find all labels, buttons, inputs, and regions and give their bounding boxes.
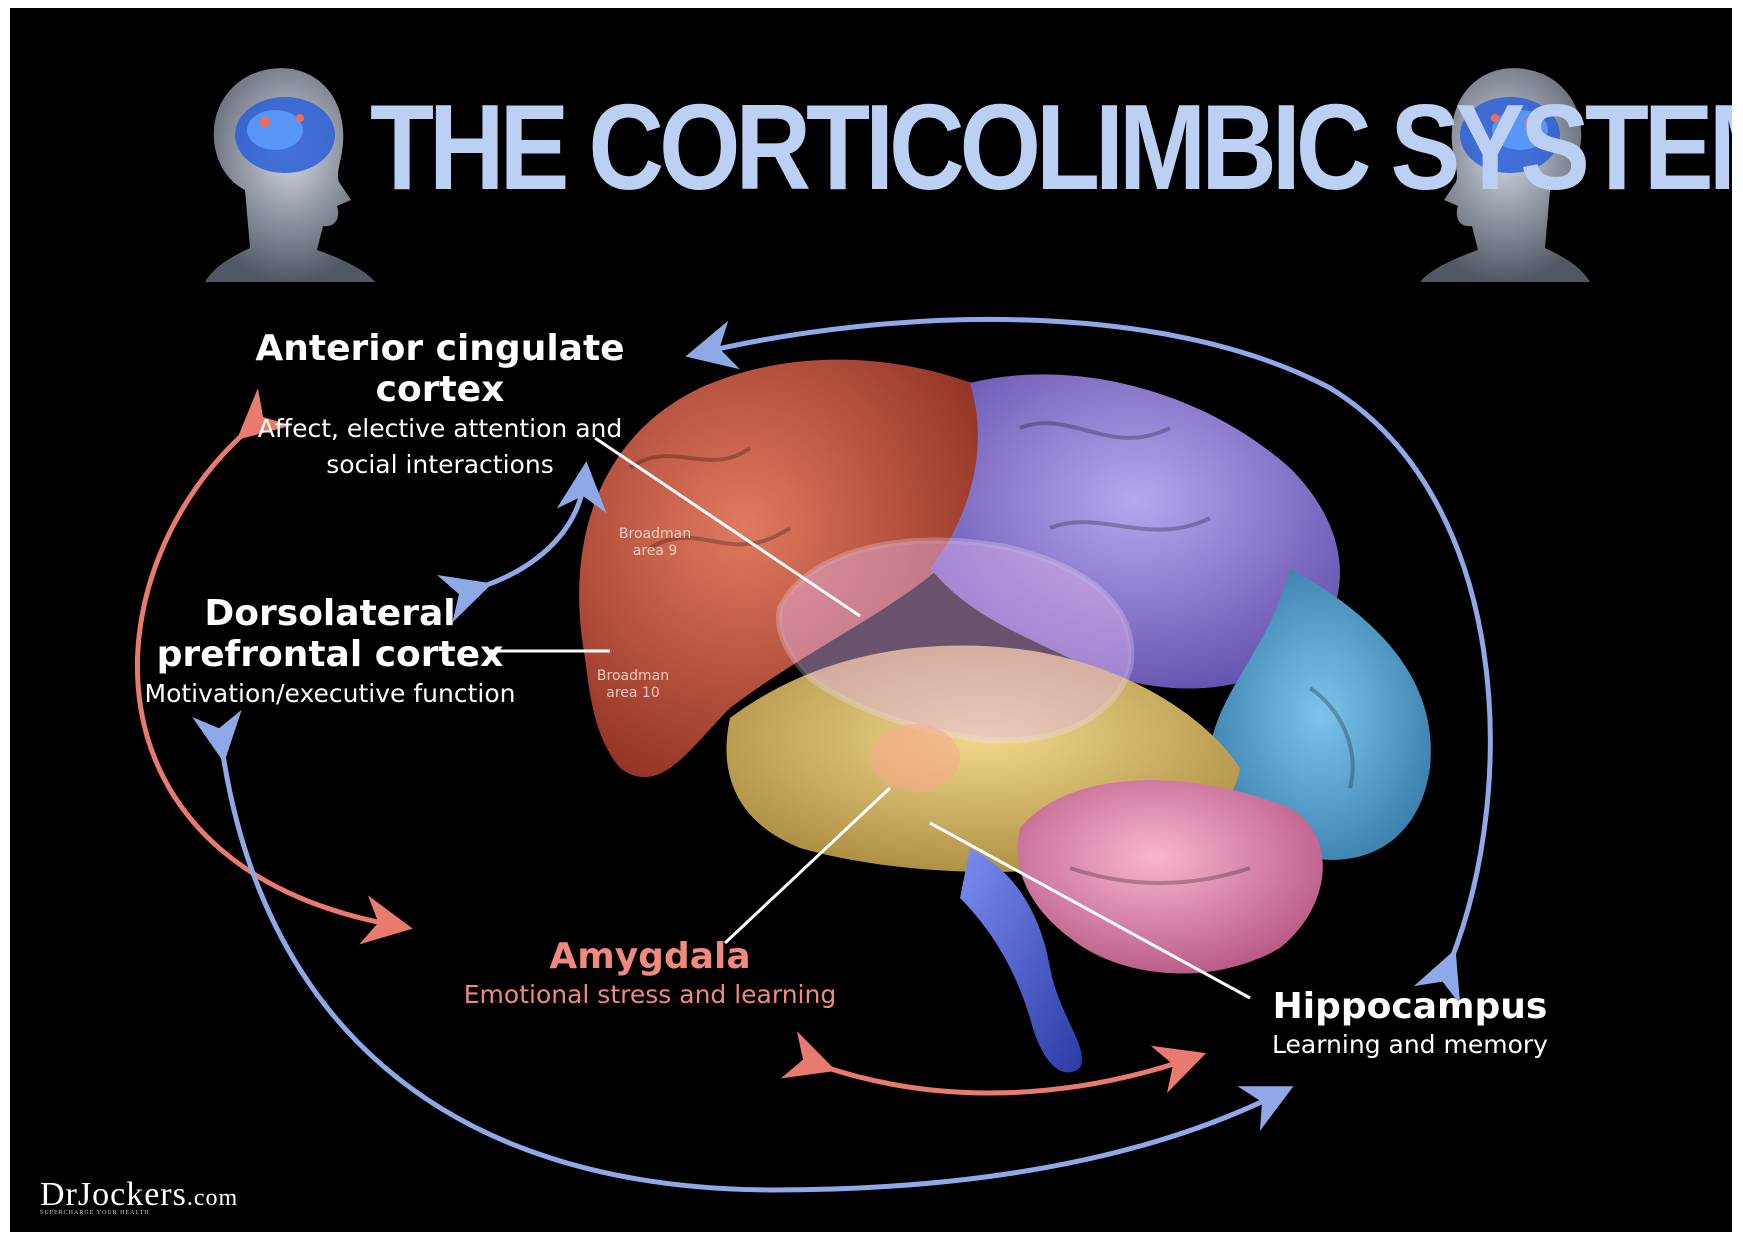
acc-label: Anterior cingulate cortex Affect, electi… [200, 328, 680, 483]
dlpfc-desc: Motivation/executive function [120, 676, 540, 712]
logo-main-text: DrJockers [40, 1176, 187, 1213]
acc-name: Anterior cingulate cortex [200, 328, 680, 411]
amygdala-highlight [870, 724, 960, 792]
amygdala-hippocampus-arrow [822, 1058, 1192, 1093]
logo-suffix: .com [187, 1185, 238, 1211]
page-title: THE CORTICOLIMBIC SYSTEM [370, 86, 1264, 208]
brodmann-area-10-label: Broadman area 10 [588, 668, 678, 702]
hippocampus-desc: Learning and memory [1240, 1027, 1580, 1063]
dlpfc-name-line1: Dorsolateral [120, 593, 540, 634]
head-brain-icon [205, 68, 375, 282]
amygdala-desc: Emotional stress and learning [430, 977, 870, 1013]
hippocampus-label: Hippocampus Learning and memory [1240, 986, 1580, 1064]
infographic-canvas: THE CORTICOLIMBIC SYSTEM Anterior cingul… [10, 8, 1732, 1232]
brodmann-area-9-label: Broadman area 9 [610, 526, 700, 560]
acc-desc-line2: social interactions [200, 447, 680, 483]
dlpfc-label: Dorsolateral prefrontal cortex Motivatio… [120, 593, 540, 712]
cerebellum [1017, 780, 1322, 973]
acc-dlpfc-arrow [478, 476, 585, 588]
drjockers-logo: DrJockers.com Supercharge Your Health [40, 1176, 238, 1216]
hippocampus-name: Hippocampus [1240, 986, 1580, 1027]
amygdala-name: Amygdala [430, 936, 870, 977]
dlpfc-name-line2: prefrontal cortex [120, 634, 540, 675]
amygdala-label: Amygdala Emotional stress and learning [430, 936, 870, 1014]
acc-desc-line1: Affect, elective attention and [200, 411, 680, 447]
